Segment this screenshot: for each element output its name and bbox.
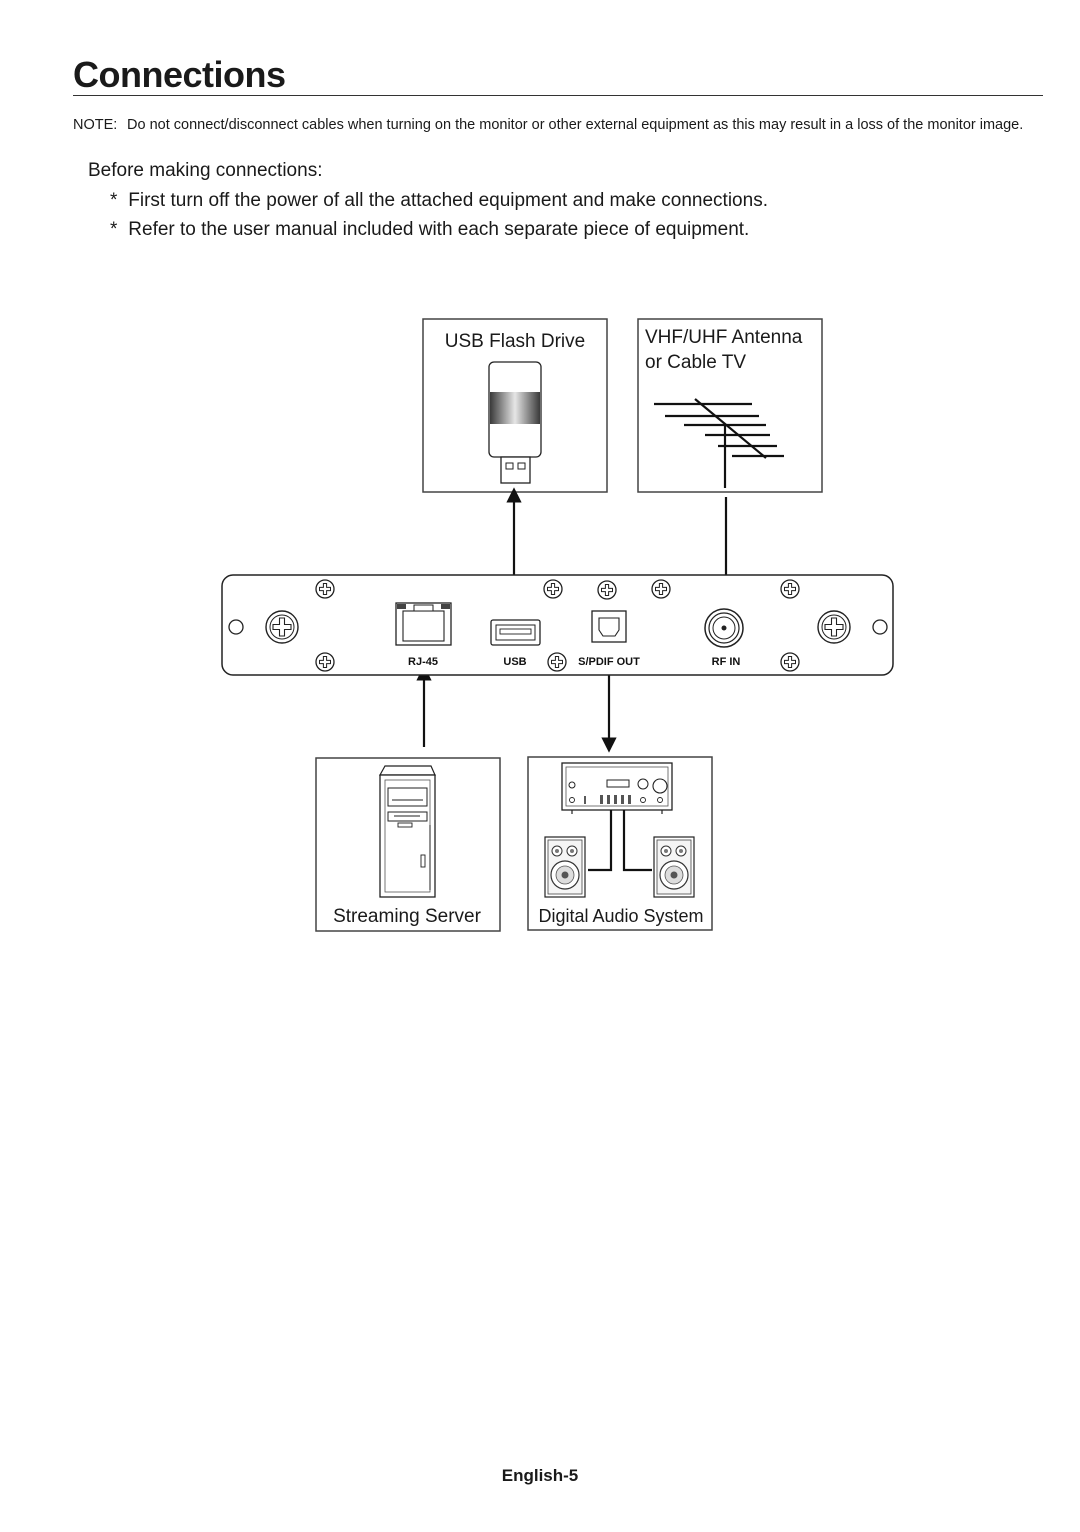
usb-drive-icon: [488, 361, 542, 484]
optical-port-icon: [591, 610, 627, 643]
port-label-spdif-out: S/PDIF OUT: [578, 656, 640, 668]
screw-icon: [651, 579, 671, 599]
antenna-label-line2: or Cable TV: [645, 352, 746, 373]
digital-audio-system-box: Digital Audio System: [527, 756, 713, 931]
screw-icon: [315, 579, 335, 599]
usb-port-icon: [490, 619, 541, 646]
port-label-rf-in: RF IN: [712, 656, 741, 668]
bullet-text: Refer to the user manual included with e…: [128, 219, 750, 240]
bullet-marker: *: [110, 219, 118, 240]
bullet-item: * Refer to the user manual included with…: [110, 219, 749, 241]
page-number: English-5: [501, 1466, 579, 1485]
screw-icon: [543, 579, 563, 599]
digital-audio-system-label: Digital Audio System: [538, 906, 703, 926]
coax-port-icon: [704, 608, 744, 648]
mount-hole: [228, 619, 244, 635]
antenna-label-line1: VHF/UHF Antenna: [645, 327, 803, 348]
streaming-server-box: Streaming Server: [315, 757, 501, 932]
bullet-marker: *: [110, 190, 118, 211]
screw-icon: [547, 652, 567, 672]
screw-icon: [315, 652, 335, 672]
screw-icon: [597, 580, 617, 600]
section-heading: Before making connections:: [88, 160, 323, 181]
speaker-icon: [653, 836, 695, 898]
bullet-text: First turn off the power of all the atta…: [128, 190, 768, 211]
port-label-rj45: RJ-45: [408, 656, 438, 668]
tower-pc-icon: [378, 765, 436, 898]
usb-flash-drive-label: USB Flash Drive: [445, 331, 585, 352]
note-text: Do not connect/disconnect cables when tu…: [127, 117, 1024, 133]
bullet-item: * First turn off the power of all the at…: [110, 190, 768, 212]
title-divider: [73, 95, 1043, 96]
screw-icon: [265, 610, 299, 644]
page-title: Connections: [73, 54, 286, 95]
amplifier-icon: [561, 762, 673, 814]
speaker-wires: [588, 810, 652, 872]
mount-hole: [872, 619, 888, 635]
ethernet-port-icon: [395, 602, 452, 646]
note-label: NOTE:: [73, 117, 118, 133]
port-label-usb: USB: [503, 656, 526, 668]
screw-icon: [780, 652, 800, 672]
speaker-icon: [544, 836, 586, 898]
usb-flash-drive-box: USB Flash Drive: [422, 318, 608, 493]
terminal-panel: RJ-45 USB S/PDIF OUT RF IN: [221, 574, 894, 676]
connection-diagram: USB Flash Drive VHF/UHF Antenna or Cable…: [221, 318, 894, 932]
antenna-icon: [654, 398, 784, 488]
screw-icon: [817, 610, 851, 644]
antenna-box: VHF/UHF Antenna or Cable TV: [637, 318, 823, 493]
streaming-server-label: Streaming Server: [333, 906, 482, 927]
screw-icon: [780, 579, 800, 599]
